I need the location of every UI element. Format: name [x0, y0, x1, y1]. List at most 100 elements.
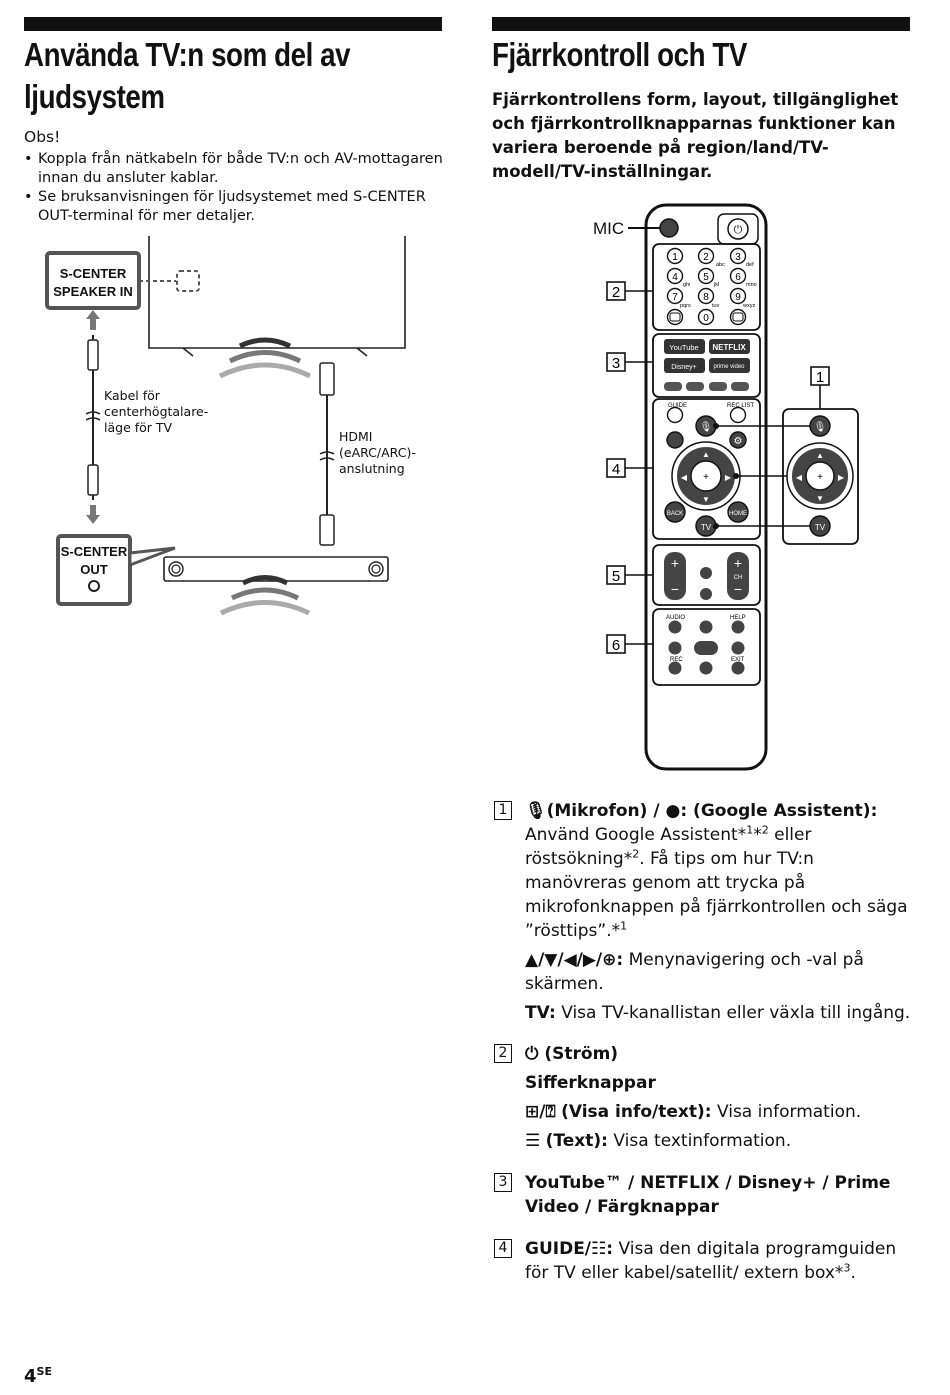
- right-title: Fjärrkontroll och TV: [492, 36, 747, 73]
- section-3-heading: YouTube™ / NETFLIX / Disney+ / Prime Vid…: [525, 1173, 891, 1217]
- rec-label: REC: [670, 657, 683, 663]
- leader-mic-dot: [713, 423, 719, 429]
- guide-key: [666, 406, 684, 424]
- zoom-dpad-glyph: +: [817, 472, 823, 483]
- zoom-dpad-down: ▼: [816, 494, 824, 503]
- nav-frame: [652, 398, 761, 540]
- color-key-blue: [731, 382, 749, 391]
- s-center-out-box: [56, 534, 132, 606]
- dpad-down: ▼: [702, 495, 710, 504]
- info-desc: Visa information.: [711, 1102, 862, 1122]
- home-key: [727, 501, 749, 523]
- mute-key: [700, 588, 712, 600]
- hdmi-label-2: (eARC/ARC)-: [339, 445, 416, 460]
- volume-minus: −: [671, 581, 679, 597]
- soundbar-knob-right: [368, 561, 384, 577]
- section-1-head-b: (Google Assistent):: [693, 801, 878, 821]
- soundbar-knob-right-inner: [371, 564, 381, 574]
- mic-hole: [659, 218, 679, 238]
- jump-key: [700, 567, 712, 579]
- info-key-name: (Visa info/text):: [561, 1102, 712, 1122]
- section-2-info: ⊞/⍰ (Visa info/text): Visa information.: [525, 1100, 914, 1124]
- section-2: 2 ⏻ (Ström) Sifferknappar ⊞/⍰ (Visa info…: [494, 1042, 914, 1158]
- section-1-body-1: Använd Google Assistent*: [525, 825, 747, 845]
- tv-wave-3: [218, 362, 312, 379]
- leader-dpad-dot: [733, 473, 739, 479]
- section-4-number: 4: [494, 1239, 512, 1258]
- home-key-label: HOME: [729, 511, 747, 517]
- hdmi-plug-bottom: [319, 514, 335, 546]
- svg-text:7: 7: [672, 292, 678, 303]
- page-number: 4SE: [24, 1366, 52, 1387]
- bar-wave-1: [241, 575, 289, 586]
- help-key: [731, 620, 745, 634]
- arrow-up: [86, 310, 100, 330]
- svg-text:9: 9: [735, 292, 741, 303]
- info-key: [666, 308, 684, 326]
- center-plug-top: [87, 339, 99, 371]
- play-key: [694, 641, 718, 655]
- dashed-port: [176, 270, 200, 292]
- text-key: [729, 308, 747, 326]
- tv-key-name: TV:: [525, 1003, 556, 1023]
- forward-key: [731, 641, 745, 655]
- volume-plus: +: [671, 555, 679, 571]
- svg-text:3: 3: [735, 252, 741, 263]
- section-1-body-2: eller röstsökning*: [525, 825, 812, 869]
- bullet-1: • Koppla från nätkabeln för både TV:n oc…: [24, 150, 444, 188]
- channel-plus: +: [734, 555, 742, 571]
- power-key-glyph: ⏻: [734, 224, 743, 236]
- channel-label: CH: [734, 575, 743, 581]
- tv-foot-right: [356, 347, 368, 357]
- speaker-in-text-1: S-CENTER: [60, 266, 127, 281]
- disney-key-label: Disney+: [671, 364, 696, 371]
- intro-text: Fjärrkontrollens form, layout, tillgängl…: [492, 90, 899, 181]
- reclist-key: [729, 406, 747, 424]
- digit-key-1: 1: [666, 247, 684, 265]
- section-1-body-mid: *: [753, 825, 762, 845]
- guide-label: GUIDE: [668, 403, 687, 409]
- back-key-label: BACK: [667, 511, 683, 517]
- left-title-line2: ljudsystem: [24, 78, 165, 115]
- prime-key-label: prime video: [713, 364, 745, 370]
- footnote-ref: 1: [746, 823, 754, 837]
- out-pointer: [128, 546, 176, 568]
- section-2-text: ☰ (Text): Visa textinformation.: [525, 1129, 914, 1153]
- exit-label: EXIT: [731, 657, 745, 663]
- callout-2: 2: [606, 281, 653, 301]
- guide-key-name: GUIDE/: [525, 1239, 592, 1259]
- svg-text:8: 8: [703, 292, 709, 303]
- svg-text:mno: mno: [746, 282, 757, 288]
- guide-desc: Visa den digitala programguiden för TV e…: [525, 1239, 897, 1283]
- obs-label: Obs!: [24, 128, 61, 146]
- zoom-dpad-right: ▶: [838, 473, 845, 482]
- page-number-value: 4: [24, 1366, 37, 1387]
- guide-tail: .: [850, 1263, 856, 1283]
- right-title-bar: [492, 17, 910, 31]
- section-1-body-3: . Få tips om hur TV:n manövreras genom a…: [525, 849, 908, 941]
- svg-text:pqrs: pqrs: [680, 303, 691, 309]
- footnote-ref: 1: [620, 919, 628, 933]
- google-assistant-icon: ●:: [665, 801, 688, 821]
- dpad-left: ◀: [681, 473, 688, 482]
- page-suffix: SE: [36, 1365, 52, 1378]
- bullet-2-text: Se bruksanvisningen för ljudsystemet med…: [38, 189, 426, 224]
- s-center-out-text-1: S-CENTER: [61, 544, 128, 559]
- s-center-out-text-2: OUT: [80, 562, 108, 577]
- power-icon: ⏻: [525, 1044, 539, 1064]
- svg-text:2: 2: [703, 252, 709, 263]
- bar-wave-3: [219, 600, 311, 616]
- settings-key-glyph: ⚙: [734, 436, 743, 447]
- netflix-key: [709, 339, 750, 354]
- digit-key-0: 0: [697, 308, 715, 326]
- mic-key-glyph: 🎙: [700, 421, 713, 433]
- callout-3: 3: [606, 352, 653, 372]
- arrow-down: [86, 505, 100, 524]
- section-4: 4 GUIDE/☷: Visa den digitala programguid…: [494, 1237, 914, 1290]
- section-1-tv: TV: Visa TV-kanallistan eller växla till…: [525, 1001, 914, 1025]
- prime-key: [709, 358, 750, 373]
- svg-text:2: 2: [612, 284, 620, 301]
